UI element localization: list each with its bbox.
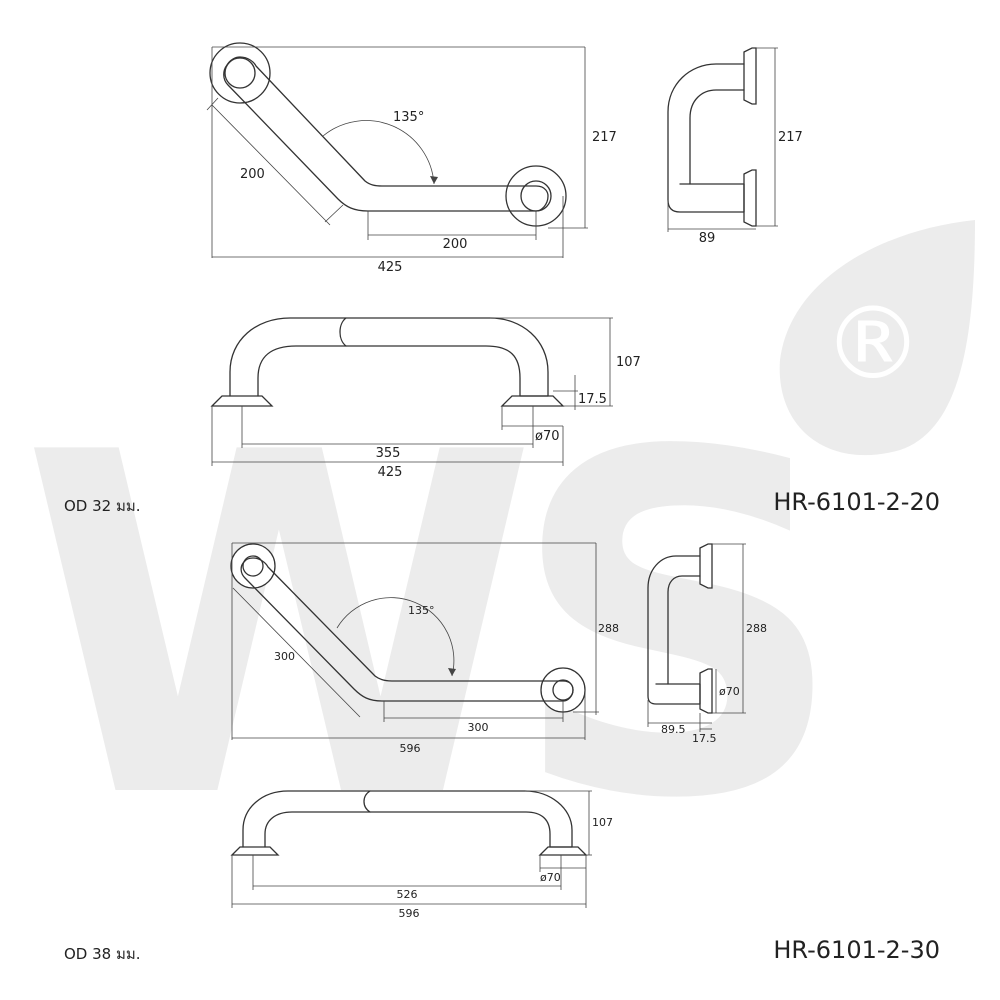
- flange-thickness-label-1: 17.5: [578, 392, 607, 407]
- bar-end-2a: [242, 555, 264, 577]
- angle-label-2: 135°: [408, 604, 435, 617]
- od-label-1: OD 32 มม.: [64, 497, 141, 515]
- front-view-2: 107 ø70 526 596: [230, 790, 613, 920]
- diag-length-label-2: 300: [274, 650, 295, 663]
- ext-diag-top-1: [206, 97, 219, 111]
- side-flange-2b: [699, 668, 713, 714]
- height-label-2: 288: [598, 622, 619, 635]
- angled-view-1: 135° 217 425 200 200: [206, 42, 617, 275]
- angle-arrow-icon-1: [430, 176, 438, 184]
- watermark-text: WS: [20, 354, 817, 901]
- front-bar-1-joint: [339, 317, 347, 347]
- front-height-label-1: 107: [616, 355, 641, 370]
- dim-diag-line-2: [232, 587, 361, 718]
- flange-dia-label-1: ø70: [535, 429, 560, 444]
- flange-dia-label-2: ø70: [540, 871, 561, 884]
- side-depth-label-1: 89: [699, 231, 716, 246]
- side-height-label-1: 217: [778, 130, 803, 145]
- front-height-label-2: 107: [592, 816, 613, 829]
- total-width-label-1: 425: [378, 260, 403, 275]
- watermark: WS ®: [20, 220, 975, 901]
- horiz-length-label-2: 300: [468, 721, 489, 734]
- bar-end-1a: [224, 57, 256, 89]
- front-bar-2-outline: [242, 790, 573, 848]
- side-view-2: 288 ø70 89.5 17.5: [647, 543, 767, 745]
- front-flange-2a: [230, 846, 280, 856]
- inner-span-label-1: 355: [376, 446, 401, 461]
- side-view-1: 217 89: [667, 47, 803, 246]
- height-label-1: 217: [592, 130, 617, 145]
- side-bar-2-outline: [647, 555, 701, 705]
- wall-flange-2a: [230, 543, 276, 589]
- angled-bar-1-outline: [223, 56, 549, 212]
- bar-end-2b: [552, 679, 574, 701]
- side-bar-1-outline: [667, 63, 745, 213]
- wall-flange-1a: [209, 42, 271, 104]
- front-flange-1b: [500, 395, 565, 407]
- side-flange-2a: [699, 543, 713, 589]
- front-flange-2b: [538, 846, 588, 856]
- angle-arc-2: [336, 597, 455, 677]
- front-total-label-2: 596: [399, 907, 420, 920]
- side-height-label-2: 288: [746, 622, 767, 635]
- ext-diag-bottom-1: [324, 204, 344, 223]
- angle-arc-1: [322, 120, 435, 185]
- dim-diag-line-1: [211, 104, 331, 226]
- watermark-leaf-icon: [779, 220, 975, 456]
- side-flange-dia-label-2: ø70: [719, 685, 740, 698]
- side-flange-1b: [743, 169, 757, 227]
- watermark-registered-icon: ®: [823, 285, 923, 402]
- inner-span-label-2: 526: [397, 888, 418, 901]
- front-view-1: 107 17.5 ø70 355 425: [210, 317, 641, 480]
- side-depth-label-2: 89.5: [661, 723, 686, 736]
- model-label-2: HR-6101-2-30: [773, 936, 940, 964]
- side-flange-1a: [743, 47, 757, 105]
- front-flange-1a: [210, 395, 274, 407]
- front-bar-1-outline: [229, 317, 549, 397]
- od-label-2: OD 38 มม.: [64, 945, 141, 963]
- angle-label-1: 135°: [393, 110, 424, 125]
- total-width-label-2: 596: [400, 742, 421, 755]
- front-total-label-1: 425: [378, 465, 403, 480]
- side-flange-thickness-label-2: 17.5: [692, 732, 717, 745]
- angled-view-2: 135° 288 596 300 300: [230, 542, 619, 755]
- diag-length-label-1: 200: [240, 167, 265, 182]
- front-bar-2-joint: [363, 790, 371, 813]
- angle-arrow-icon-2: [448, 668, 456, 676]
- horiz-length-label-1: 200: [443, 237, 468, 252]
- model-label-1: HR-6101-2-20: [773, 488, 940, 516]
